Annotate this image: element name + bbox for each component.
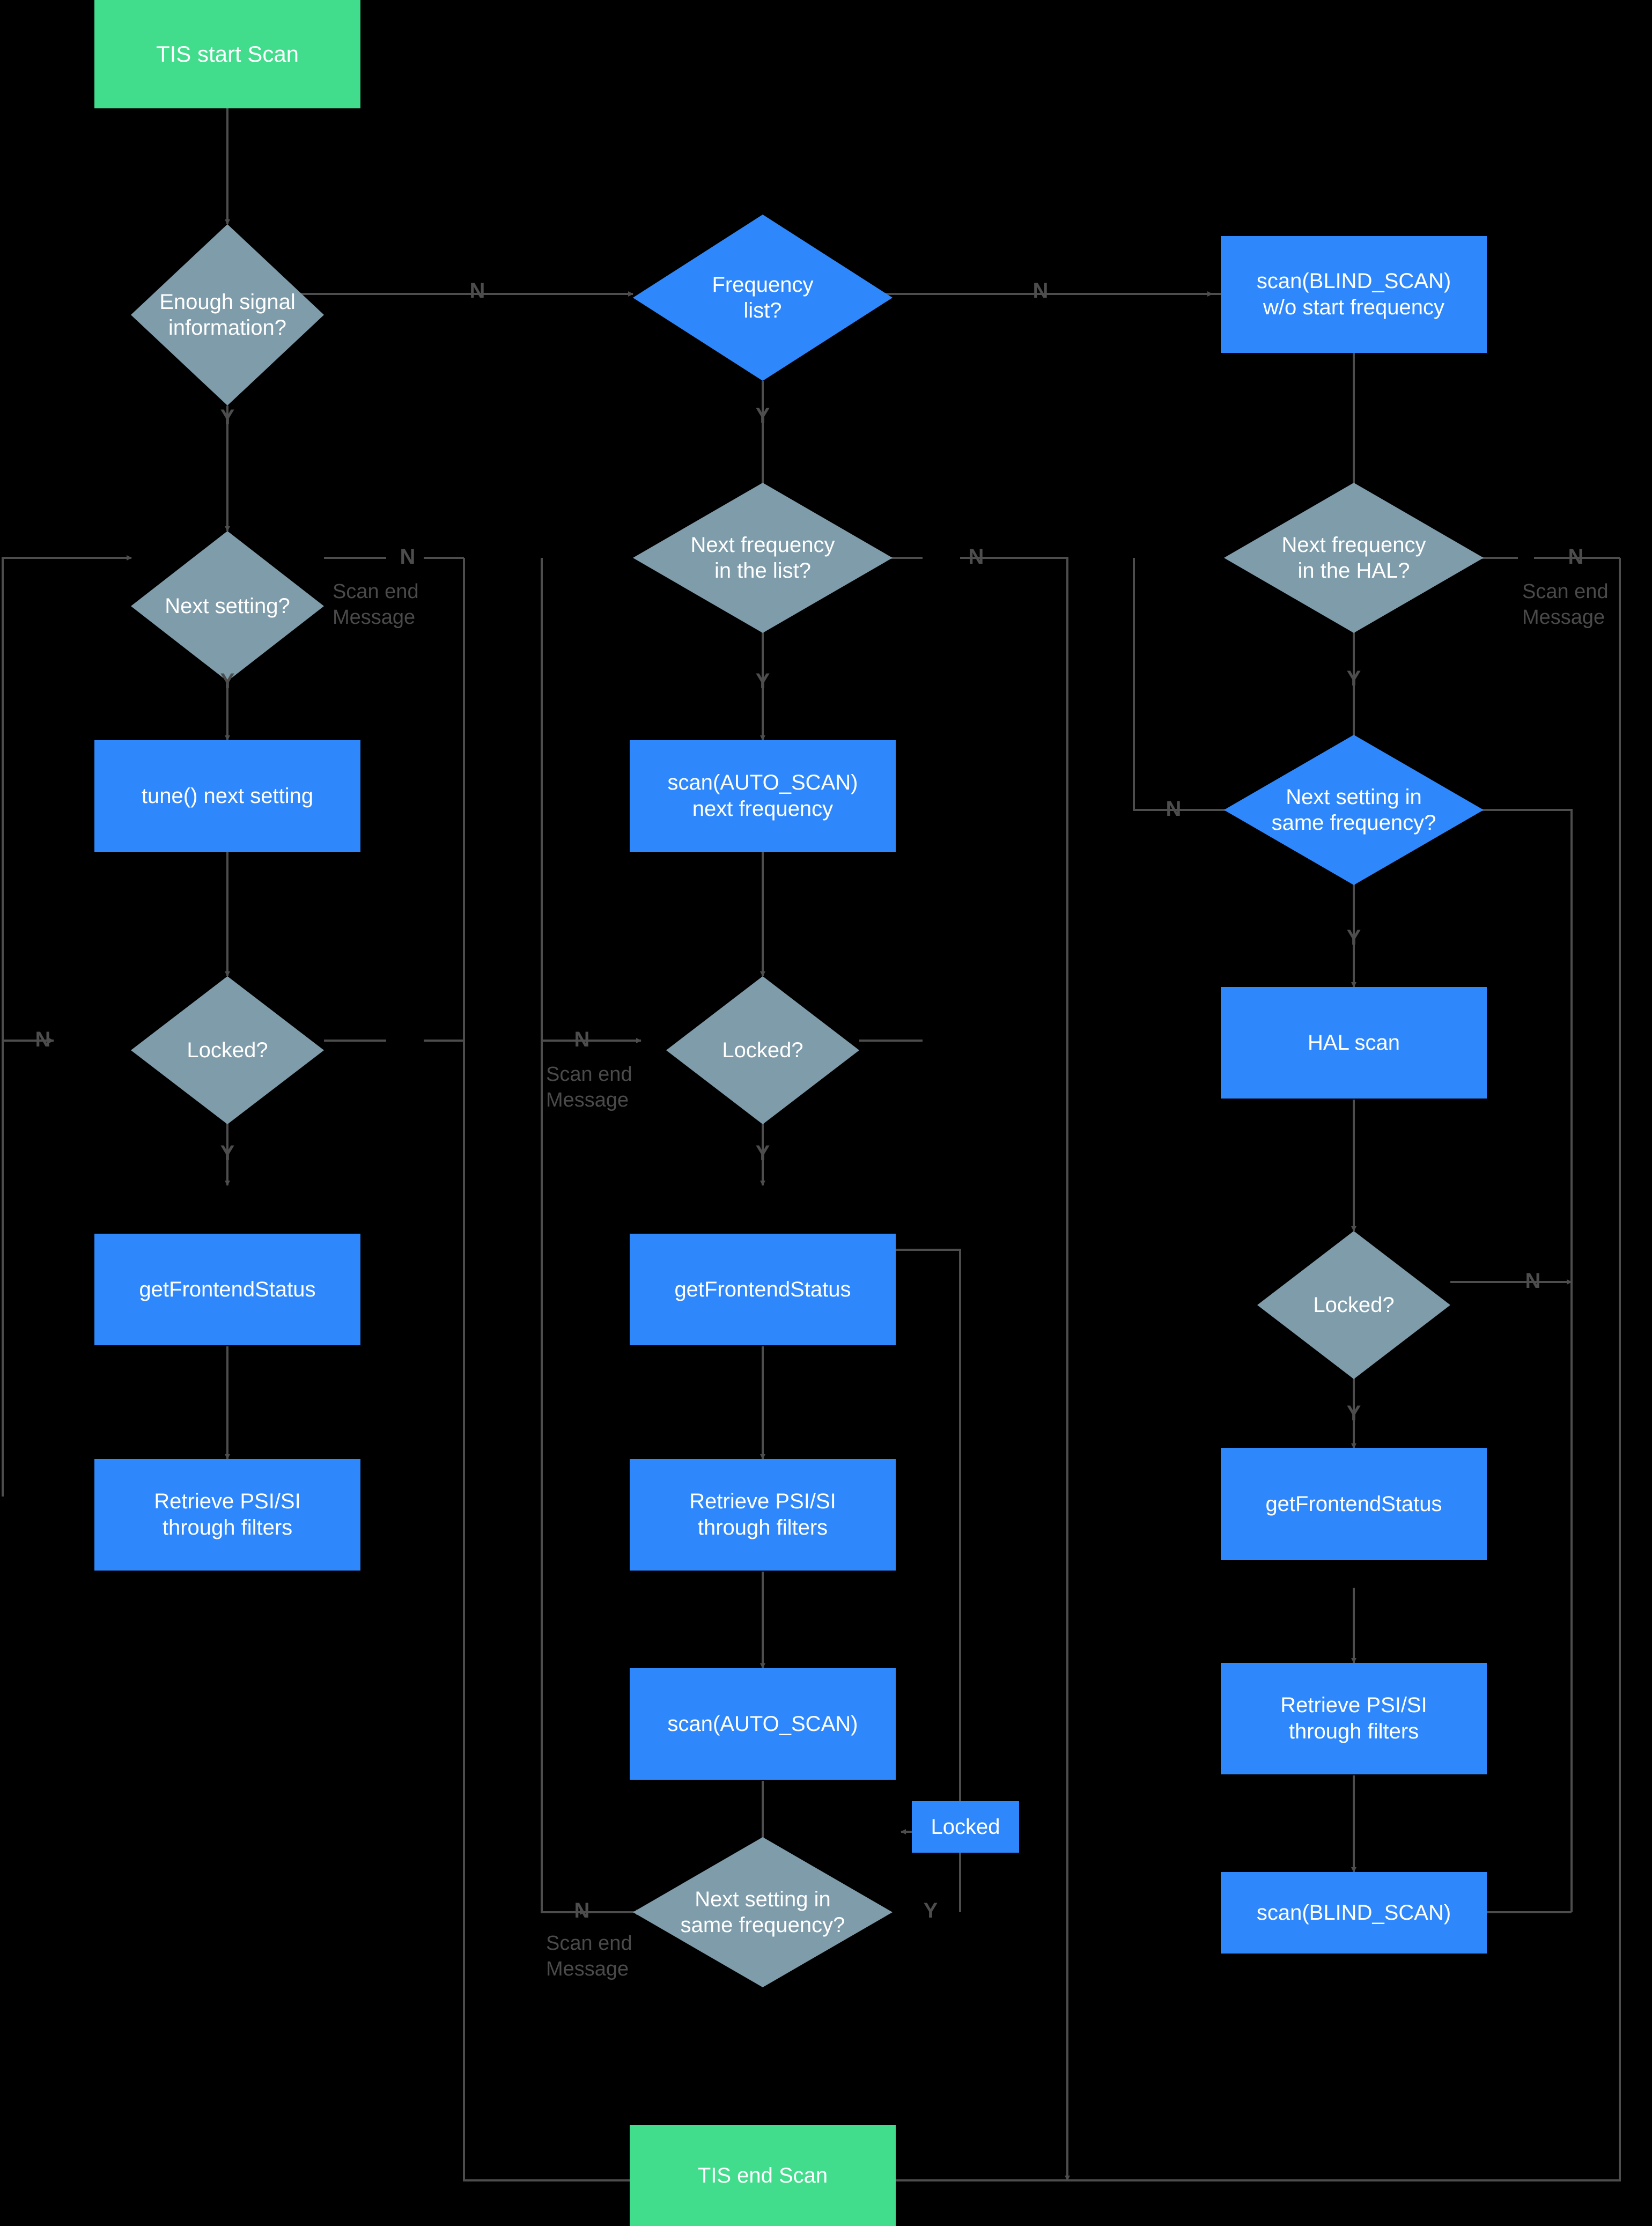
connector-plain-group [3, 293, 1620, 2113]
edge-label-locked-right-n: N [1525, 1269, 1541, 1293]
node-get-frontend-status-left[interactable]: getFrontendStatus [94, 1234, 360, 1345]
node-scan-auto-next-frequency[interactable]: scan(AUTO_SCAN) next frequency [630, 740, 896, 852]
node-scan-blind-wo-start-label: scan(BLIND_SCAN) w/o start frequency [1256, 269, 1451, 319]
node-next-setting[interactable]: Next setting? [131, 531, 324, 681]
node-hal-scan-label: HAL scan [1308, 1030, 1400, 1055]
node-retrieve-psi-si-right[interactable]: Retrieve PSI/SI through filters [1221, 1663, 1487, 1774]
diamond-shape [131, 531, 324, 681]
node-get-frontend-status-right-label: getFrontendStatus [1265, 1492, 1442, 1516]
node-next-frequency-list[interactable]: Next frequency in the list? [633, 483, 893, 633]
node-scan-blind-wo-start[interactable]: scan(BLIND_SCAN) w/o start frequency [1221, 236, 1487, 353]
node-scan-auto-next-frequency-label: scan(AUTO_SCAN) next frequency [667, 771, 858, 821]
node-scan-auto[interactable]: scan(AUTO_SCAN) [630, 1668, 896, 1780]
node-hal-scan[interactable]: HAL scan [1221, 987, 1487, 1099]
node-get-frontend-status-left-label: getFrontendStatus [139, 1277, 316, 1301]
node-next-frequency-hal-label: Next frequency in the HAL? [1281, 533, 1426, 583]
note-same-freq-mid-scan-end: Scan end Message [546, 1932, 632, 1980]
node-next-setting-same-freq-right-label: Next setting in same frequency? [1271, 785, 1436, 835]
node-retrieve-psi-si-left-label: Retrieve PSI/SI through filters [154, 1490, 301, 1539]
node-scan-blind-label: scan(BLIND_SCAN) [1256, 1900, 1451, 1925]
edge-label-same-freq-mid-n: N [574, 1898, 590, 1922]
edge-label-locked-left-y: Y [220, 1141, 235, 1165]
node-next-setting-same-freq-mid[interactable]: Next setting in same frequency? [633, 1837, 893, 1987]
node-scan-blind[interactable]: scan(BLIND_SCAN) [1221, 1872, 1487, 1954]
edge-label-same-freq-right-y: Y [1346, 925, 1361, 949]
diamond-shape [633, 1837, 893, 1987]
edge-label-next-frequency-list-y: Y [755, 669, 770, 693]
diamond-shape [1224, 483, 1484, 633]
node-next-setting-same-freq-right[interactable]: Next setting in same frequency? [1224, 735, 1484, 885]
node-retrieve-psi-si-right-label: Retrieve PSI/SI through filters [1280, 1693, 1427, 1743]
node-next-frequency-hal[interactable]: Next frequency in the HAL? [1224, 483, 1484, 633]
node-scan-auto-label: scan(AUTO_SCAN) [667, 1712, 858, 1736]
node-next-frequency-list-label: Next frequency in the list? [690, 533, 835, 583]
node-next-setting-label: Next setting? [165, 594, 290, 618]
node-frequency-list[interactable]: Frequency list? [633, 215, 893, 381]
diamond-shape [1257, 1231, 1450, 1379]
node-end[interactable]: TIS end Scan [630, 2125, 896, 2226]
node-end-label: TIS end Scan [697, 2163, 828, 2187]
edge-label-next-frequency-list-n: N [968, 544, 984, 569]
edge-label-next-frequency-hal-y: Y [1346, 666, 1361, 690]
node-locked-badge[interactable]: Locked [912, 1801, 1019, 1853]
node-get-frontend-status-right[interactable]: getFrontendStatus [1221, 1448, 1487, 1560]
node-enough-signal[interactable]: Enough signal information? [131, 224, 324, 406]
node-frequency-list-label: Frequency list? [712, 273, 814, 322]
node-get-frontend-status-mid-label: getFrontendStatus [674, 1277, 851, 1301]
node-locked-left-label: Locked? [187, 1038, 268, 1062]
edge-label-next-frequency-hal-n: N [1568, 544, 1584, 569]
node-retrieve-psi-si-left[interactable]: Retrieve PSI/SI through filters [94, 1459, 360, 1571]
note-next-frequency-hal-scan-end: Scan end Message [1522, 580, 1609, 629]
node-locked-right-label: Locked? [1313, 1293, 1395, 1317]
edge-label-next-setting-y: Y [220, 669, 235, 693]
note-next-setting-scan-end: Scan end Message [333, 580, 419, 629]
node-retrieve-psi-si-mid[interactable]: Retrieve PSI/SI through filters [630, 1459, 896, 1571]
node-enough-signal-label: Enough signal information? [159, 290, 296, 340]
diamond-shape [633, 215, 893, 381]
node-tune-next-setting-label: tune() next setting [141, 784, 314, 808]
diamond-shape [633, 483, 893, 633]
diamond-shape [1224, 735, 1484, 885]
edge-label-locked-right-y: Y [1346, 1401, 1361, 1425]
edge-label-same-freq-mid-y: Y [923, 1898, 938, 1922]
node-tune-next-setting[interactable]: tune() next setting [94, 740, 360, 852]
node-next-setting-same-freq-mid-label: Next setting in same frequency? [680, 1888, 845, 1937]
diamond-shape [131, 224, 324, 406]
edge-label-frequency-list-y: Y [755, 403, 770, 427]
edge-label-next-setting-n: N [400, 544, 416, 569]
node-start[interactable]: TIS start Scan [94, 0, 360, 108]
diamond-shape [131, 976, 324, 1124]
node-locked-mid[interactable]: Locked? [666, 976, 859, 1124]
node-get-frontend-status-mid[interactable]: getFrontendStatus [630, 1234, 896, 1345]
node-retrieve-psi-si-mid-label: Retrieve PSI/SI through filters [689, 1490, 836, 1539]
edge-label-frequency-list-n: N [1032, 278, 1049, 303]
edge-label-locked-left-n: N [35, 1027, 51, 1051]
node-locked-badge-label: Locked [931, 1815, 1000, 1839]
node-start-label: TIS start Scan [156, 41, 299, 67]
edge-label-locked-mid-y: Y [755, 1141, 770, 1165]
node-locked-right[interactable]: Locked? [1257, 1231, 1450, 1379]
node-locked-mid-label: Locked? [722, 1038, 803, 1062]
edge-label-locked-mid-n: N [574, 1027, 590, 1051]
edge-label-enough-signal-y: Y [220, 405, 235, 429]
note-locked-mid-scan-end: Scan end Message [546, 1063, 632, 1111]
diamond-shape [666, 976, 859, 1124]
edge-label-enough-signal-n: N [469, 278, 485, 303]
edge-label-same-freq-right-n: N [1166, 797, 1182, 821]
node-locked-left[interactable]: Locked? [131, 976, 324, 1124]
